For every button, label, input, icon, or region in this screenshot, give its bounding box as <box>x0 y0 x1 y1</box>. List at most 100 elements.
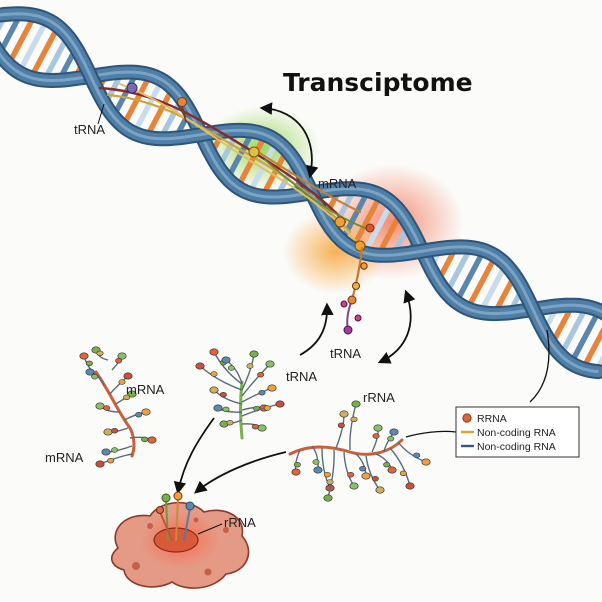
rna-bead <box>351 400 361 408</box>
rna-bead <box>141 408 151 416</box>
rna-clusters <box>79 346 431 502</box>
helix-rung <box>580 326 602 372</box>
label-rrna-right: rRNA <box>363 390 395 405</box>
rna-bead <box>251 423 259 430</box>
rna-bead <box>222 406 230 413</box>
helix-rung <box>110 69 140 120</box>
rna-bead <box>85 368 95 376</box>
rna-bead <box>263 405 271 411</box>
arrow-to-helix <box>299 302 334 356</box>
rna-bead <box>141 436 149 443</box>
helix-rung <box>568 307 602 367</box>
helix-rung <box>41 33 71 83</box>
rna-bead <box>371 475 379 482</box>
rna-bead <box>210 371 218 377</box>
legend-leader-line-2 <box>405 430 457 438</box>
rna-bead <box>226 419 234 426</box>
rna-bead <box>275 400 285 408</box>
rna-bead <box>389 428 399 436</box>
legend-box <box>455 406 580 458</box>
helix-rung <box>131 77 165 136</box>
rna-bead <box>221 356 231 364</box>
rna-bead <box>339 410 349 418</box>
rna-bead <box>147 436 157 444</box>
legend-item-noncoding-1: Non-coding RNA <box>477 427 556 439</box>
rna-bead <box>387 466 397 474</box>
rna-bead <box>291 468 301 476</box>
rna-bead <box>373 424 383 432</box>
rna-bead <box>359 465 367 472</box>
rna-bead <box>361 472 371 480</box>
rna-bead <box>383 461 391 468</box>
rna-bead <box>372 433 380 439</box>
rna-bead <box>115 357 123 364</box>
legend-item-rrna: RRNA <box>477 413 507 425</box>
label-trna-top: tRNA <box>74 122 105 137</box>
rna-bead <box>101 448 111 456</box>
rna-bead <box>95 402 105 410</box>
helix-rung <box>349 192 384 252</box>
rna-bead <box>127 390 137 398</box>
cell <box>111 491 250 589</box>
rna-bead <box>118 379 126 385</box>
label-mrna-center: mRNA <box>318 176 357 191</box>
rna-bead <box>107 457 115 464</box>
rna-bead <box>111 427 119 434</box>
rna-bead <box>413 452 421 459</box>
rna-bead <box>347 471 355 478</box>
legend: RRNA Non-coding RNA Non-coding RNA <box>455 406 580 458</box>
helix-backbone-highlight <box>0 51 602 316</box>
rna-bead <box>313 466 323 474</box>
label-trna-mid: tRNA <box>286 369 317 384</box>
helix-rung <box>464 253 499 312</box>
rna-bead <box>246 363 254 369</box>
rna-bead <box>91 373 99 380</box>
rna-bead <box>267 384 277 392</box>
rna-bead <box>399 470 407 477</box>
legend-leader-line <box>529 329 550 403</box>
rna-bead <box>117 352 127 360</box>
label-mrna-left-lower: mRNA <box>45 450 84 465</box>
arrows <box>173 102 416 495</box>
rna-bead <box>405 482 415 490</box>
trna-cluster-center <box>195 348 285 440</box>
rna-bead <box>95 460 105 468</box>
label-rrna-cell: rRNA <box>224 515 256 530</box>
helix-rung <box>16 16 50 76</box>
legend-rrna-dot-icon <box>462 413 472 423</box>
helix-rung <box>558 303 590 358</box>
label-trna-center: tRNA <box>330 346 361 361</box>
helix-rung <box>339 187 372 244</box>
rna-bead <box>79 352 89 360</box>
helix-rung <box>5 12 38 68</box>
rna-bead <box>323 494 333 502</box>
label-mrna-left-upper: mRNA <box>126 382 165 397</box>
helix-rung <box>453 247 487 305</box>
helix-rung <box>362 199 395 256</box>
rna-bead <box>111 447 119 453</box>
rna-beads-on-helix <box>126 82 375 252</box>
rna-bead <box>350 416 358 423</box>
arrow-to-cell-from-trna <box>173 417 215 495</box>
helix-rung <box>443 244 474 296</box>
double-arrow-right <box>377 289 416 364</box>
rna-bead <box>387 435 395 442</box>
rna-bead <box>123 394 131 401</box>
rna-bead <box>209 348 219 356</box>
rna-bead <box>85 360 93 367</box>
rna-bead <box>323 471 331 478</box>
rna-bead <box>293 461 301 468</box>
rna-bead <box>103 405 111 411</box>
rna-bead <box>96 350 104 357</box>
rna-bead <box>326 479 334 485</box>
mrna-cluster-left <box>79 346 157 468</box>
rna-bead <box>349 482 359 490</box>
rna-bead <box>219 391 227 398</box>
rna-bead <box>213 404 223 412</box>
page-title: Transciptome <box>283 68 473 97</box>
rna-bead <box>123 372 133 380</box>
rna-bead <box>312 459 320 465</box>
helix-rung <box>28 23 61 81</box>
